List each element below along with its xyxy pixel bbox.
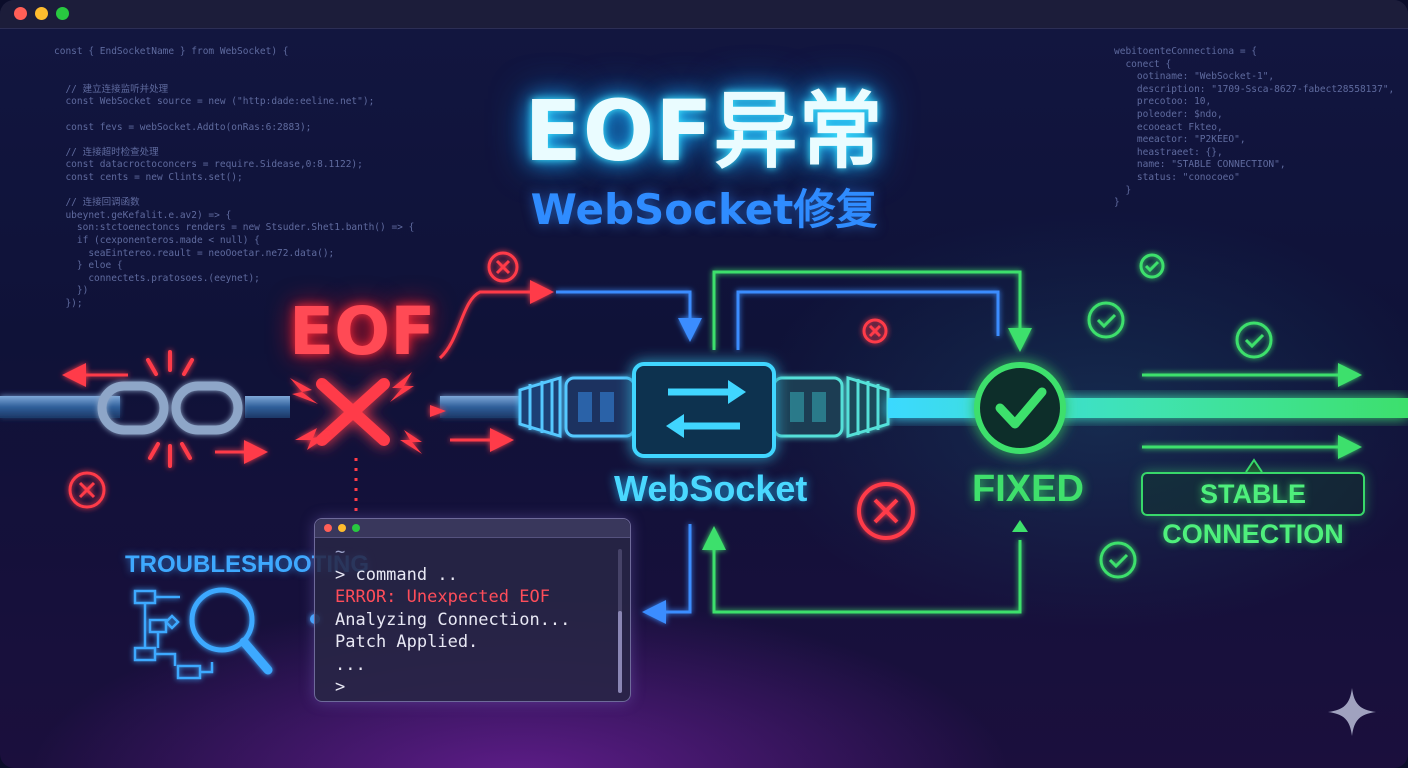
check-circle-icon [974,362,1066,454]
spark-icons [290,372,446,454]
code-left-line: } eloe { [54,260,123,272]
code-left-line: // 建立连接监听并处理 [54,83,169,95]
socket-route-lines [556,290,1000,624]
stable-flow-arrows [1142,363,1362,459]
code-left-line: const WebSocket source = new ("http:dade… [54,96,375,108]
terminal-close-button[interactable] [324,524,332,532]
websocket-label: WebSocket [614,468,808,509]
code-right-line: ootiname: "WebSocket-1", [1114,71,1275,83]
terminal-line: Analyzing Connection... [335,609,571,630]
code-right-line: } [1114,197,1120,209]
terminal-line: ... [335,654,366,675]
route-arrowheads [1012,520,1028,532]
stable-box-pointer [1245,458,1263,473]
code-left-line: const fevs = webSocket.Addto(onRas:6:288… [54,121,312,133]
code-left-line: // 连接回调函数 [54,197,140,209]
code-left-line: // 连接超时检查处理 [54,146,159,158]
eof-error-label: EOF [289,293,436,370]
code-left-line: const datacroctoconcers = require.Sideas… [54,159,363,171]
code-left-line: if (cexponenteros.made < null) { [54,234,260,246]
terminal-line: Patch Applied. [335,632,479,652]
magnifier-flowchart-icon [133,587,273,680]
close-window-button[interactable] [14,7,27,20]
error-x-icon [316,378,390,446]
terminal-minimize-button[interactable] [338,524,346,532]
broken-chain-icon [97,350,243,468]
code-left-line: }) [54,285,89,297]
terminal-line: > [335,677,346,697]
left-connector [518,375,636,439]
code-left-line: son:stctoenectoncs renders = new Stsuder… [54,222,415,234]
code-right-line: description: "1709-Ssca-8627-fabect28558… [1114,83,1395,95]
code-left-line: ubeynet.geKefalit.e.av2) => { [54,209,232,221]
code-right-line: status: "conocoeo" [1114,171,1240,183]
success-badge-icons [1087,253,1273,579]
terminal-maximize-button[interactable] [352,524,360,532]
swap-arrows-icon [632,362,776,458]
code-right-line: conect { [1114,58,1172,70]
error-flow-arrows [62,280,554,464]
code-right-line: webitoenteConnectiona = { [1114,46,1257,57]
code-left-line: connectets.pratosoes.(eeynet); [54,272,260,284]
left-cable [0,396,530,418]
right-connector [772,375,890,439]
error-badge-icons [68,251,915,540]
right-cable [888,398,1408,418]
code-left-line: seaEintereo.reault = neoOoetar.ne72.data… [54,247,335,259]
terminal-line: ERROR: Unexpected EOF [335,587,550,607]
fixed-route-lines [702,270,1032,614]
terminal-line: > command .. [335,564,458,585]
terminal-scroll-thumb[interactable] [618,611,622,693]
fixed-label: FIXED [972,468,1084,510]
code-right-line: meeactor: "P2KEEO", [1114,134,1246,146]
stable-connection-badge: STABLE CONNECTION [1141,472,1365,549]
code-right-line: poleoder: $ndo, [1114,108,1223,120]
terminal-line: ~ [335,542,346,562]
code-right-line: precotoo: 10, [1114,96,1212,108]
code-left-line: }); [54,297,83,309]
headline-subtitle: WebSocket修复 [530,185,878,234]
code-right-line: ecooeact Fkteo, [1114,121,1223,133]
code-left-line: const cents = new Clints.set(); [54,171,243,183]
headline-title: EOF异常 [524,82,884,180]
background-code-left: const { EndSocketName } from WebSocket) … [54,46,414,310]
minimize-window-button[interactable] [35,7,48,20]
code-right-line: heastraeet: {}, [1114,146,1223,158]
maximize-window-button[interactable] [56,7,69,20]
terminal-title-bar [315,519,630,538]
background-code-right: webitoenteConnectiona = { conect { ootin… [1114,46,1394,210]
title-bar [0,0,1408,29]
code-right-line: name: "STABLE CONNECTION", [1114,159,1286,171]
sparkle-icon [1328,688,1376,736]
code-left-line: const { EndSocketName } from WebSocket) … [54,46,289,57]
code-right-line: } [1114,184,1132,196]
